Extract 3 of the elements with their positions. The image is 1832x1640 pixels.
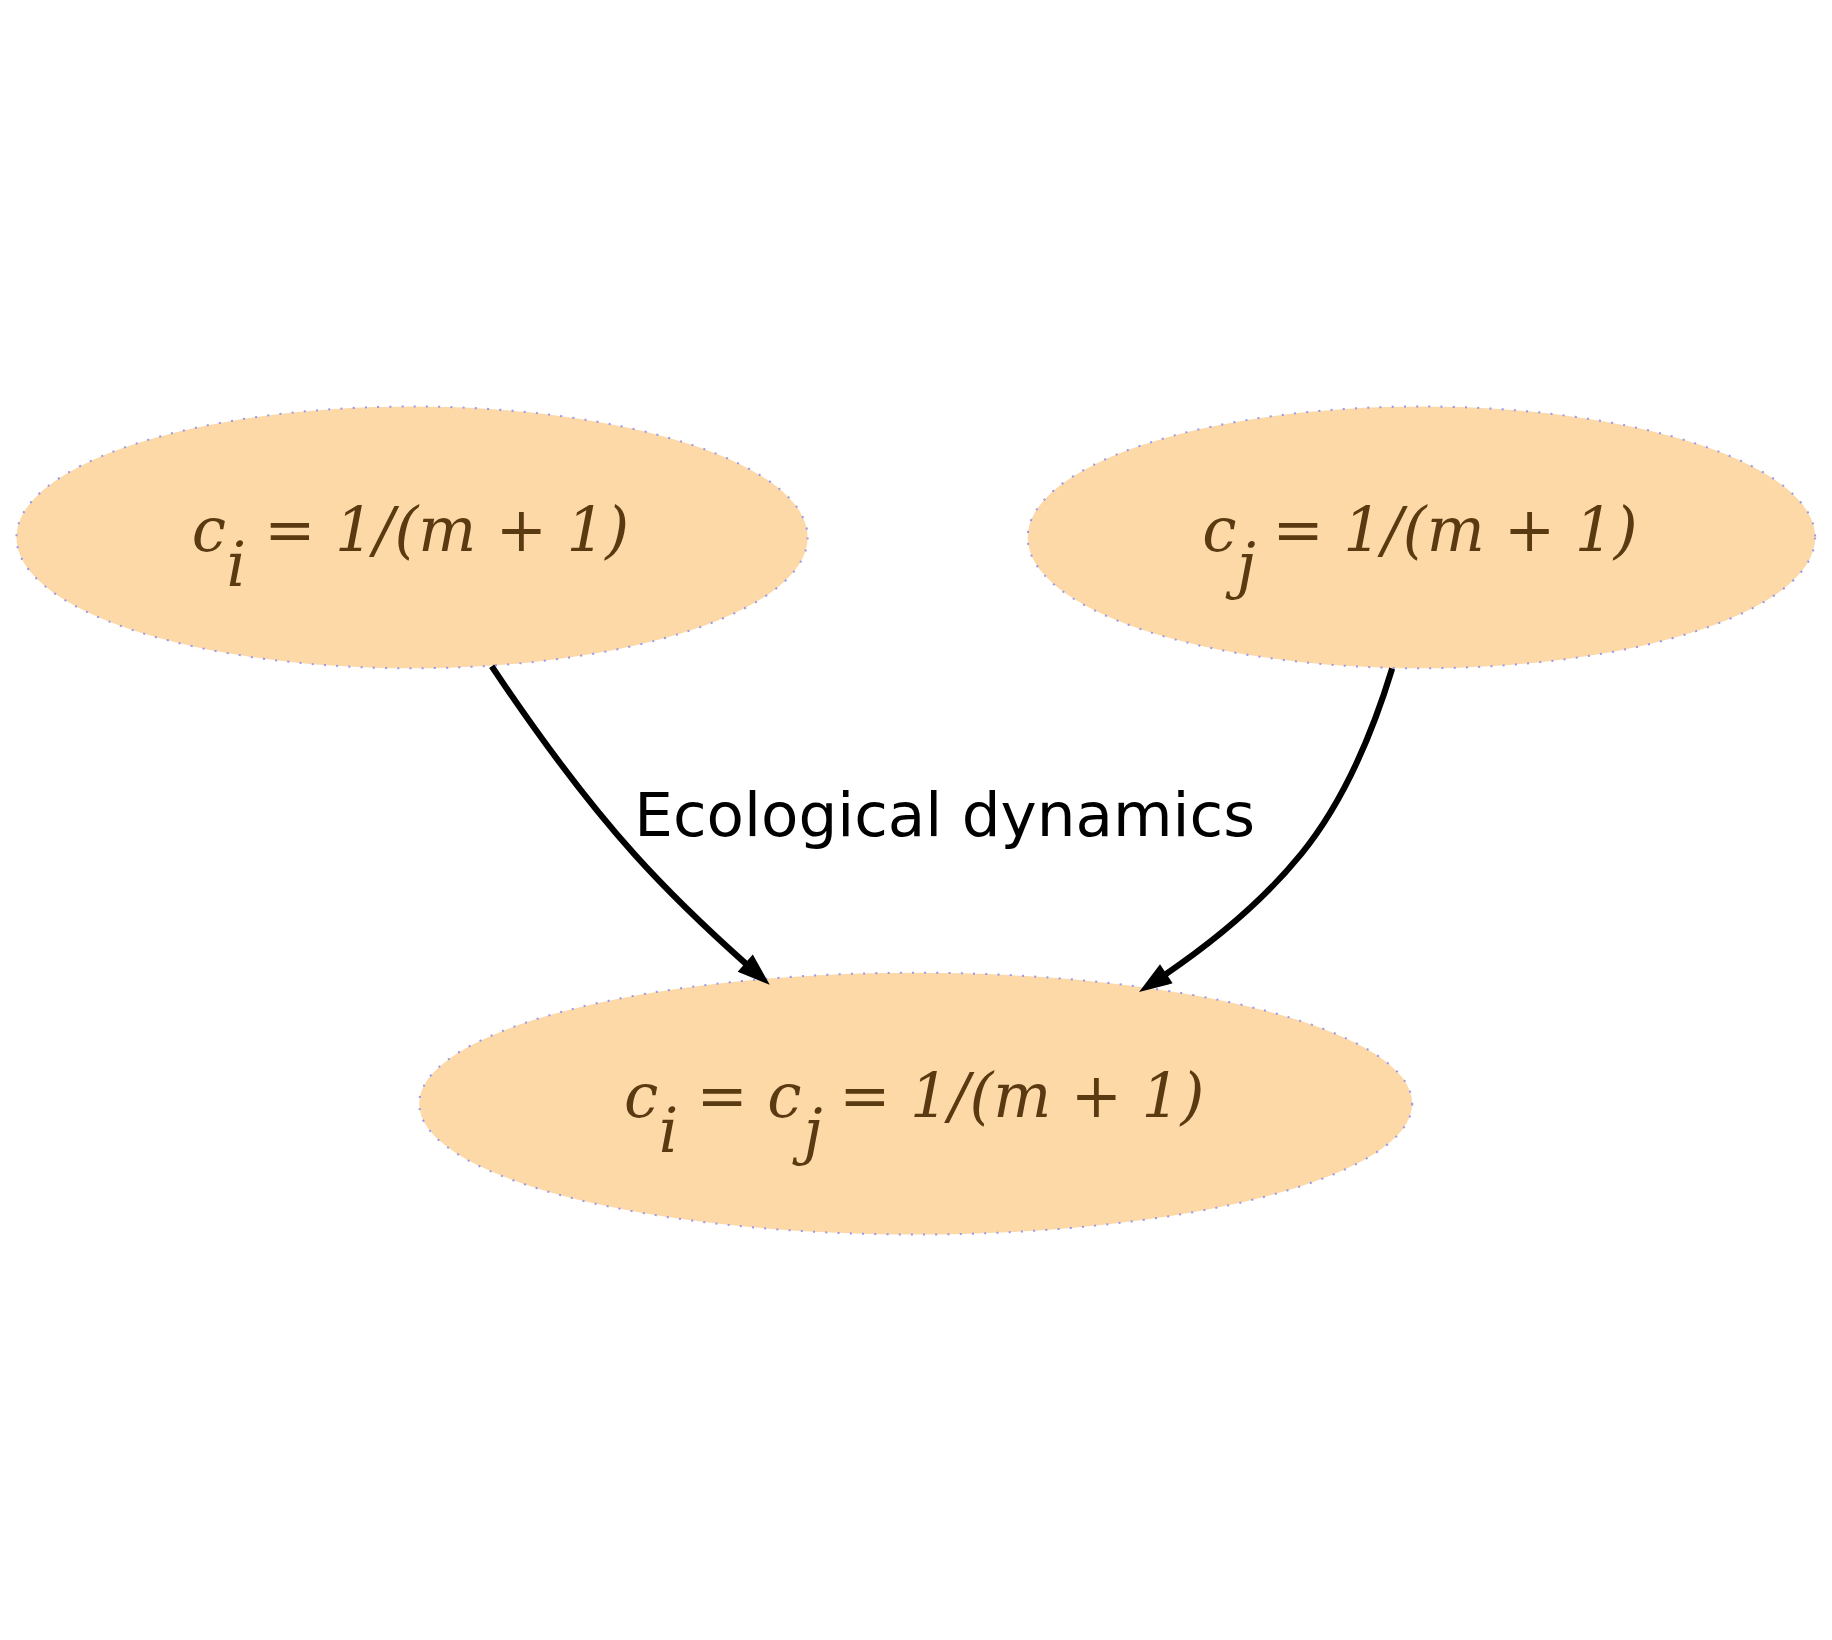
arrow bbox=[489, 664, 770, 985]
edge-label: Ecological dynamics bbox=[634, 778, 1256, 850]
arrow bbox=[1139, 667, 1396, 992]
